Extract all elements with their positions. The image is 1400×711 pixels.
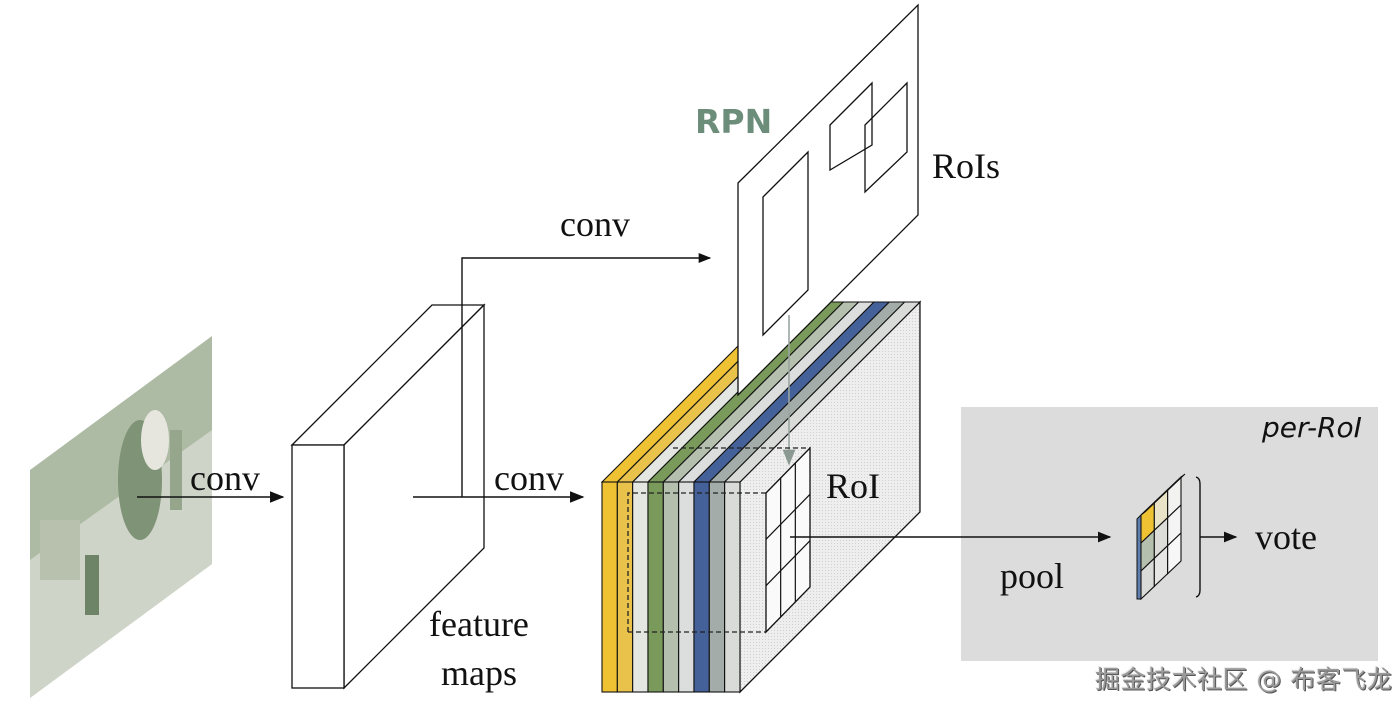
- pooled-score-grid: [1136, 473, 1186, 601]
- position-sensitive-score-maps: [600, 300, 922, 694]
- watermark: 掘金技术社区 @ 布客飞龙: [1095, 665, 1393, 694]
- label-conv-feature: conv: [494, 458, 564, 498]
- slice-2-front: [616, 481, 634, 693]
- label-conv-input: conv: [190, 458, 260, 498]
- label-rpn: RPN: [695, 102, 772, 141]
- label-feature-maps-line1: feature: [429, 604, 529, 644]
- label-vote: vote: [1255, 517, 1317, 557]
- pooled-cell-2-2: [1167, 531, 1182, 575]
- pooled-grid-edge: [1136, 513, 1142, 600]
- label-pool: pool: [1000, 556, 1064, 596]
- roi-grid-row-line: [765, 493, 811, 540]
- slice-8-front: [708, 481, 726, 693]
- input-image: [30, 336, 212, 698]
- label-per-roi: per-RoI: [1261, 411, 1362, 444]
- label-rois: RoIs: [932, 146, 1000, 186]
- roi-grid-row-line: [765, 540, 811, 587]
- label-roi: RoI: [826, 466, 880, 506]
- roi-proposal-small-1: [829, 81, 873, 172]
- slice-3-front: [632, 481, 649, 693]
- slice-4-front: [647, 481, 664, 693]
- rpn-plane: [737, 3, 919, 397]
- roi-proposal-small-2: [864, 81, 908, 194]
- slice-1-front: [601, 481, 618, 693]
- roi-region: [627, 446, 811, 634]
- roi-proposal-large: [762, 150, 809, 337]
- slice-6-front: [678, 481, 695, 693]
- slice-5-front: [662, 481, 680, 693]
- slice-7-front: [693, 481, 710, 693]
- roi-grid: [765, 446, 811, 634]
- slice-9-front: [724, 481, 741, 693]
- rpn-branch-line: [461, 252, 712, 497]
- label-feature-maps-line2: maps: [441, 653, 517, 693]
- pooled-grid-top: [1140, 473, 1186, 516]
- label-conv-rpn: conv: [560, 204, 630, 244]
